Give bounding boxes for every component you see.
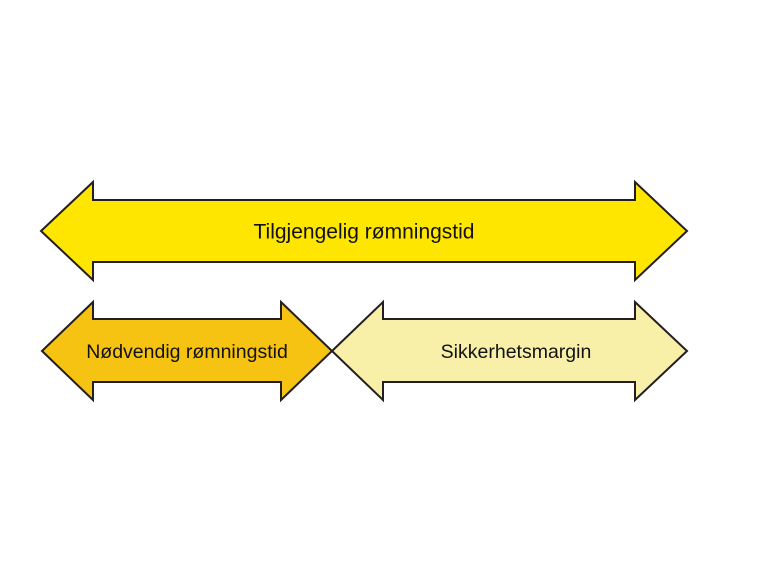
arrow-safety-margin-label: Sikkerhetsmargin — [441, 341, 592, 363]
arrow-available-egress-time[interactable]: Tilgjengelig rømningstid — [39, 179, 689, 283]
arrow-available-egress-time-shape[interactable] — [39, 179, 689, 283]
arrow-required-egress-time-label: Nødvendig rømningstid — [86, 341, 288, 363]
arrow-safety-margin-shape[interactable] — [330, 299, 689, 403]
arrow-required-egress-time[interactable]: Nødvendig rømningstid — [40, 299, 334, 403]
arrow-safety-margin[interactable]: Sikkerhetsmargin — [330, 299, 689, 403]
arrow-available-egress-time-label: Tilgjengelig rømningstid — [254, 221, 475, 244]
